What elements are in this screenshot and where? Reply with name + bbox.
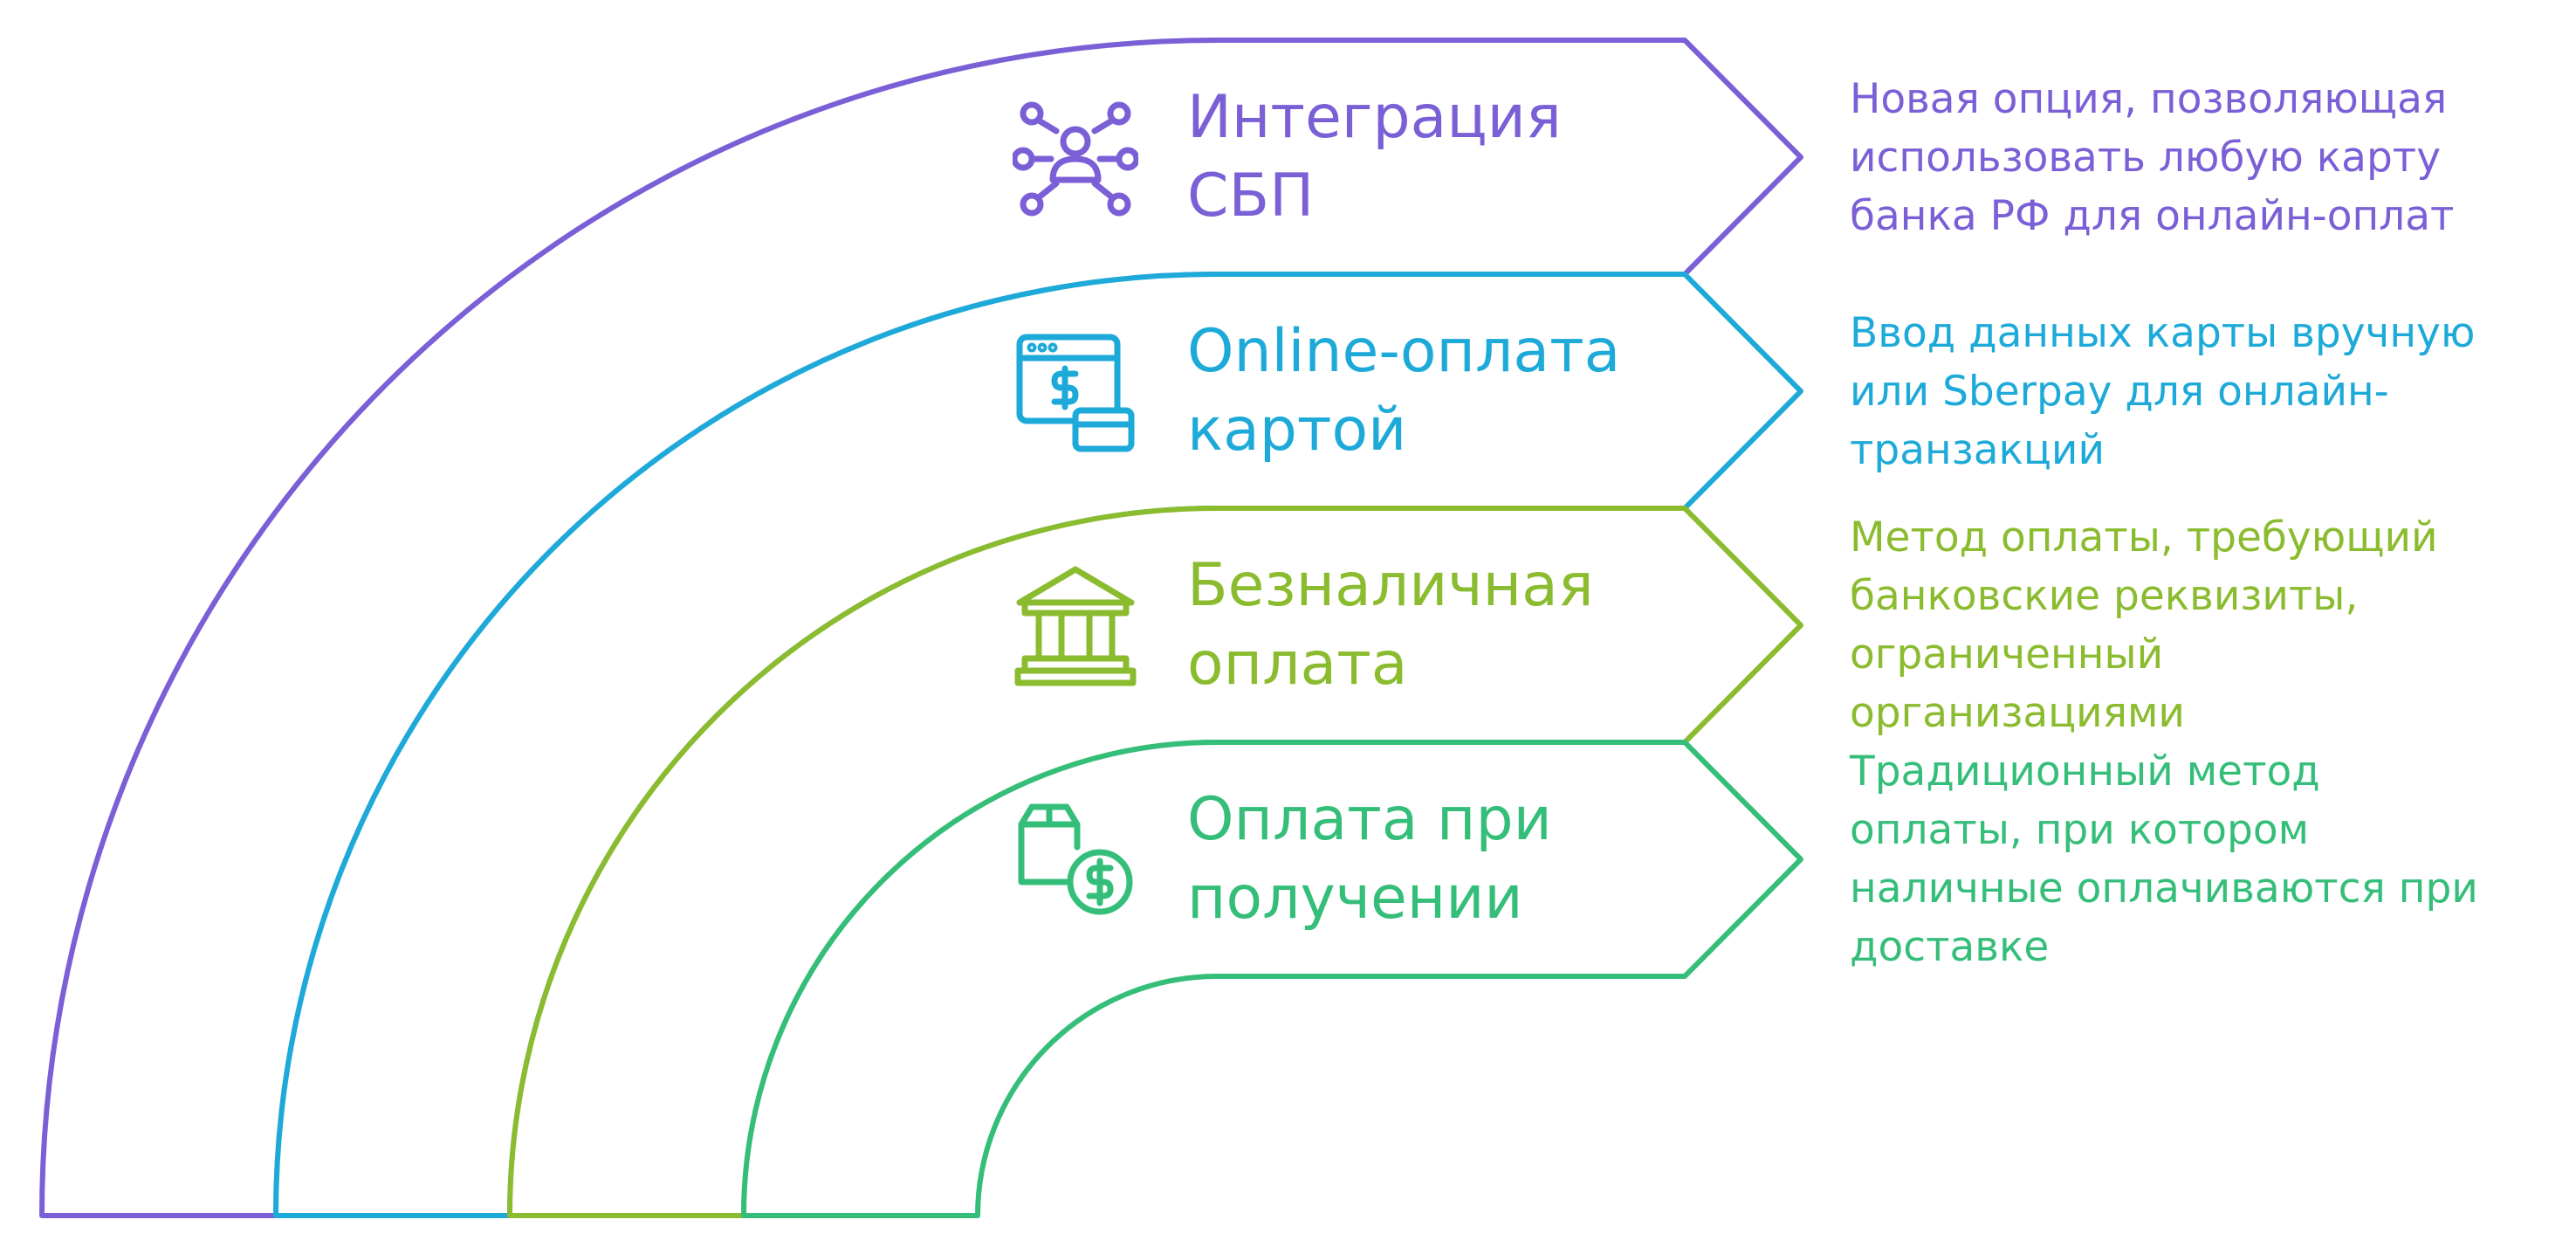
- band-description-cashless: Метод оплаты, требующий банковские рекви…: [1850, 513, 2438, 737]
- band-title-online-card: Online-оплата картой: [1187, 317, 1621, 465]
- network-person-icon: [1011, 96, 1140, 222]
- band-description-cod: Традиционный метод оплаты, при котором н…: [1850, 748, 2478, 971]
- band-title-cod: Оплата при получении: [1187, 785, 1552, 933]
- package-dollar-icon: [1013, 798, 1138, 924]
- band-title-cashless: Безналичная оплата: [1187, 551, 1594, 699]
- band-description-online-card: Ввод данных карты вручную или Sberpay дл…: [1850, 309, 2476, 474]
- band-shape-cod: [741, 740, 1803, 1218]
- bank-icon: [1013, 564, 1138, 690]
- browser-payment-card-icon: [1013, 330, 1138, 456]
- band-title-sbp: Интеграция СБП: [1187, 83, 1562, 231]
- band-description-sbp: Новая опция, позволяющая использовать лю…: [1850, 75, 2455, 240]
